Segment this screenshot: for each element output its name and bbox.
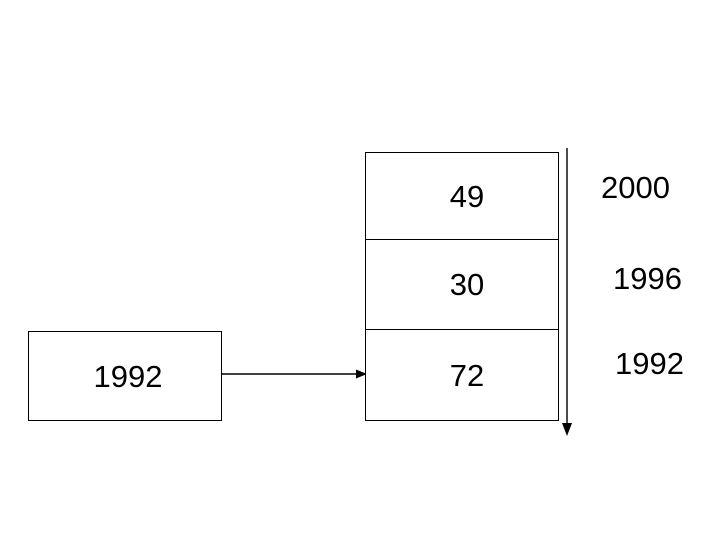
- source-box-label: 1992: [93, 358, 163, 394]
- stack-table: 49 30 72: [365, 152, 559, 421]
- cell-value: 30: [449, 267, 485, 302]
- timeline-label-1996: 1996: [613, 261, 682, 296]
- timeline-label-2000: 2000: [601, 170, 670, 205]
- cell-value: 49: [449, 178, 485, 214]
- arrow-down-icon: [556, 148, 580, 436]
- cell-value: 72: [449, 357, 485, 393]
- timeline-label-1992: 1992: [615, 346, 684, 381]
- source-box[interactable]: 1992: [28, 331, 222, 421]
- table-row[interactable]: 30: [366, 240, 558, 330]
- table-row[interactable]: 49: [366, 153, 558, 240]
- arrow-right-icon: [221, 360, 367, 388]
- table-row[interactable]: 72: [366, 330, 558, 420]
